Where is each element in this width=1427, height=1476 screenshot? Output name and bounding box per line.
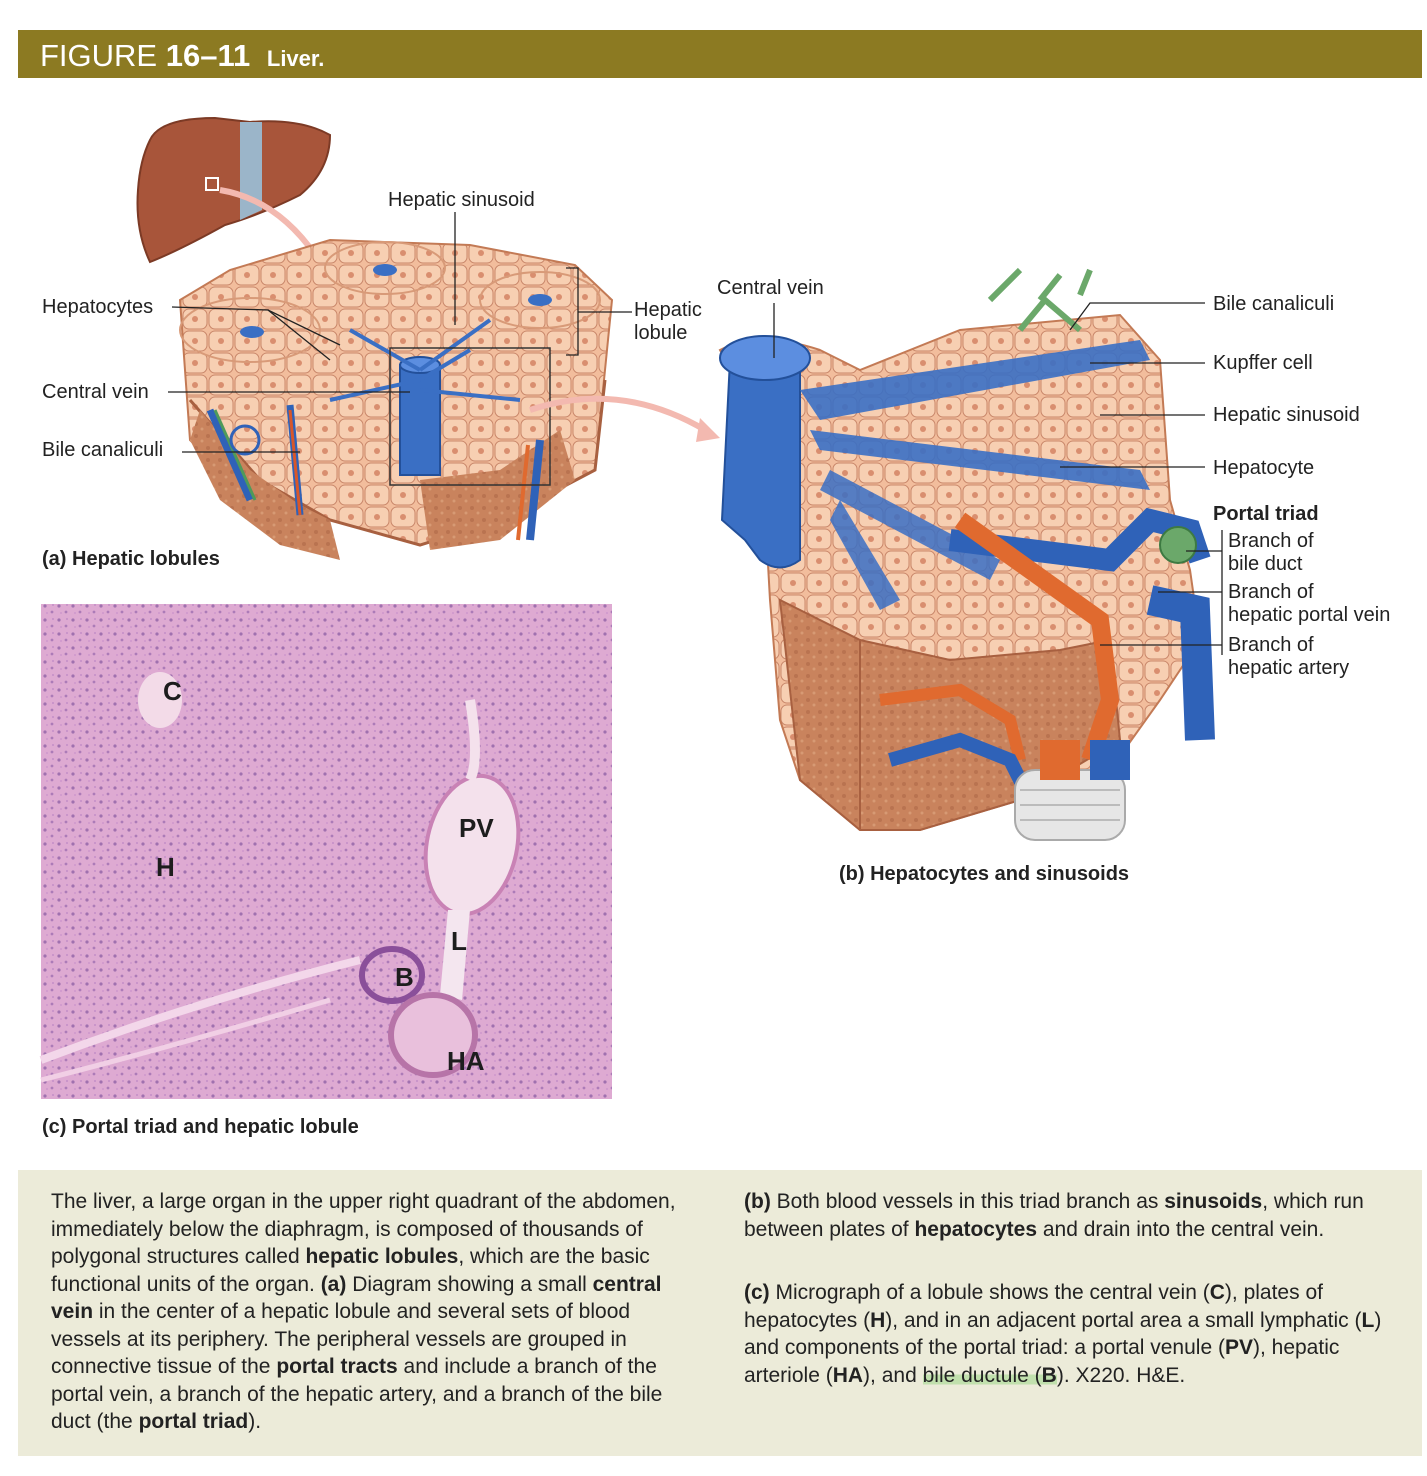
abbr-c: C [1209, 1281, 1225, 1304]
text-run: and include a branch of the portal vein,… [51, 1355, 663, 1433]
figure-number: 16–11 [165, 38, 251, 73]
text-run: ), plates of hepatocytes ( [744, 1281, 1323, 1332]
label-bile-canaliculi-a: Bile canaliculi [42, 439, 164, 461]
abbr-l: L [1361, 1308, 1375, 1332]
text-run: ). X220. H&E. [1056, 1363, 1186, 1387]
label-branch-bile-duct: Branch of bile duct [1228, 530, 1314, 575]
text-run: and drain into the central vein. [1037, 1217, 1325, 1241]
caption-textbox [18, 1170, 1422, 1456]
label-hepatic-sinusoid-a: Hepatic sinusoid [388, 189, 535, 211]
liver-icon [136, 116, 332, 270]
micro-label-h: H [156, 852, 175, 882]
text-run: ). [248, 1410, 262, 1433]
term-sinusoids: sinusoids [1164, 1190, 1263, 1213]
panel-a-leaders [168, 212, 632, 453]
figure-heading: FIGURE 16–11 Liver. [40, 38, 324, 74]
caption-right-paragraph-b: (b) Both blood vessels in this triad bra… [744, 1188, 1394, 1243]
caption-panel-a: (a) Hepatic lobules [42, 548, 220, 570]
term-central-vein: central vein [51, 1272, 662, 1324]
label-central-vein-a: Central vein [42, 381, 149, 403]
panel-ref-a: (a) [320, 1272, 347, 1296]
label-branch-hepatic-artery: Branch of hepatic artery [1228, 634, 1350, 679]
text-run: Diagram showing a small [346, 1272, 593, 1296]
label-branch-portal-vein: Branch of hepatic portal vein [1228, 581, 1391, 626]
caption-panel-b: (b) Hepatocytes and sinusoids [839, 863, 1130, 885]
label-hepatocytes: Hepatocytes [42, 296, 154, 318]
caption-left-paragraph: The liver, a large organ in the upper ri… [51, 1188, 699, 1436]
panel-b-leaders [773, 302, 1223, 655]
figure-banner: FIGURE 16–11 Liver. [18, 30, 1422, 78]
label-bile-canaliculi-b: Bile canaliculi [1213, 293, 1335, 315]
abbr-b: B [1041, 1363, 1057, 1387]
micro-label-ha: HA [447, 1046, 485, 1076]
highlighted-text: bile ductule ( [922, 1363, 1042, 1387]
micrograph [39, 604, 612, 1099]
text-run: ) and components of the portal triad: a … [744, 1308, 1382, 1360]
panel-ref-c: (c) [744, 1281, 770, 1304]
panel-ref-b: (b) [744, 1190, 771, 1213]
text-run: ), hepatic arteriole ( [744, 1336, 1340, 1387]
term-portal-tracts: portal tracts [276, 1355, 398, 1378]
label-hepatic-lobule: Hepatic lobule [634, 299, 702, 344]
term-portal-triad: portal triad [138, 1410, 249, 1433]
label-portal-triad: Portal triad [1213, 503, 1319, 525]
hepatocytes-sinusoids-diagram [718, 267, 1215, 841]
micro-label-c: C [163, 676, 182, 706]
label-central-vein-b: Central vein [717, 277, 824, 299]
term-hepatocytes: hepatocytes [914, 1217, 1037, 1241]
caption-panel-c: (c) Portal triad and hepatic lobule [42, 1116, 359, 1138]
micro-label-pv: PV [459, 813, 494, 843]
text-run: ), and in an adjacent portal area a smal… [885, 1308, 1362, 1332]
text-run: , which are the basic functional units o… [51, 1245, 650, 1296]
label-hepatic-sinusoid-b: Hepatic sinusoid [1213, 404, 1360, 426]
hepatic-lobules-diagram [178, 238, 720, 560]
micro-label-l: L [451, 926, 467, 956]
abbr-pv: PV [1224, 1336, 1253, 1359]
text-run: Both blood vessels in this triad branch … [770, 1190, 1165, 1213]
text-run: Micrograph of a lobule shows the central… [769, 1281, 1210, 1304]
figure-lead: FIGURE [40, 38, 158, 73]
text-run: The liver, a large organ in the upper ri… [51, 1190, 676, 1268]
figure-title: Liver. [266, 46, 325, 71]
term-hepatic-lobules: hepatic lobules [305, 1245, 459, 1268]
caption-right-paragraph-c: (c) Micrograph of a lobule shows the cen… [744, 1279, 1394, 1389]
abbr-h: H [870, 1308, 886, 1332]
abbr-ha: HA [832, 1363, 864, 1387]
label-hepatocyte: Hepatocyte [1213, 457, 1315, 479]
text-run: , which run between plates of [744, 1190, 1364, 1241]
text-run: ), and [863, 1363, 923, 1387]
label-kupffer-cell: Kupffer cell [1213, 352, 1313, 374]
text-run: in the center of a hepatic lobule and se… [51, 1300, 631, 1378]
micro-label-b: B [395, 962, 414, 992]
